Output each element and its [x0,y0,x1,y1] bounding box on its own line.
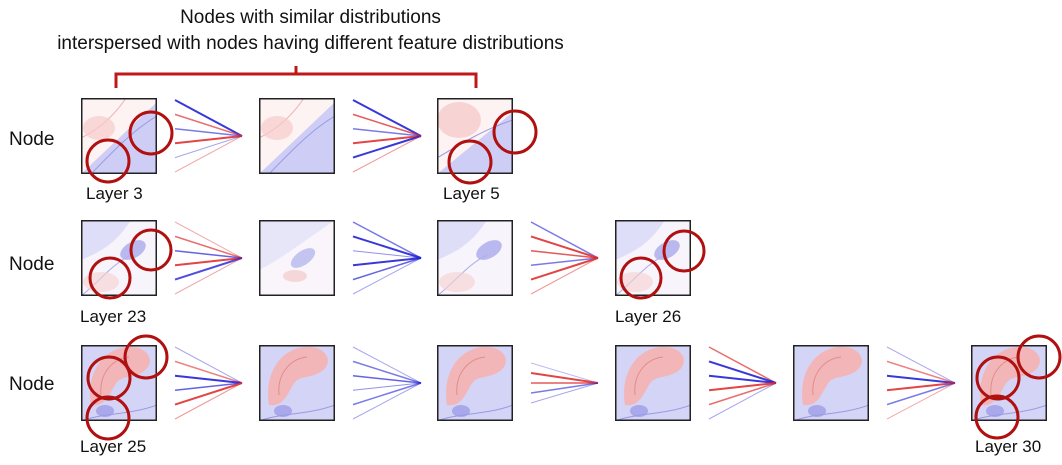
row-3-panel-1 [81,345,157,421]
row-3-connections-1 [174,346,243,420]
row-2-label: Node [9,254,55,275]
row-3-end-layer-label: Layer 30 [975,437,1042,456]
row-3-start-layer-label: Layer 25 [80,437,147,456]
highlight-circle-layer [85,109,1062,441]
row-1-panel-1 [81,98,157,174]
row-1-connections-1 [174,99,243,173]
row-2-circle-1 [129,228,173,272]
header-line-1: Nodes with similar distributions [180,7,441,28]
row-1-circle-4 [447,139,493,185]
row-2-circle-4 [619,256,663,300]
row-3-connections-2 [352,346,422,420]
row-3-connections-4 [708,346,777,420]
row-2-connections-1 [174,221,243,295]
header-line-2: interspersed with nodes having different… [57,33,564,54]
row-1-end-layer-label: Layer 5 [443,184,500,203]
row-2-start-layer-label: Layer 23 [80,307,147,326]
row-1-circle-2 [85,138,131,184]
row-3-circle-3 [85,395,131,441]
row-2-panel-2 [259,220,335,296]
row-2-panel-3 [437,220,513,296]
bracket [114,66,478,88]
row-2-end-layer-label: Layer 26 [615,307,682,326]
row-1-circle-3 [492,109,538,155]
row-3-connections-5 [886,346,956,420]
row-3-circle-5 [975,355,1021,401]
row-2-connections-3 [530,221,599,295]
row-1-start-layer-label: Layer 3 [86,184,143,203]
row-1-circle-1 [128,110,174,156]
row-3-circle-4 [1016,334,1062,380]
row-3-panel-3 [437,345,513,421]
row-3-panel-6 [971,345,1047,421]
row-3-panel-5 [793,345,869,421]
row-3-connections-3 [530,362,599,404]
row-1-panel-2 [259,98,335,174]
row-1-connections-2 [352,99,422,173]
row-3-circle-1 [123,334,169,380]
row-1-label: Node [9,129,55,150]
row-3-label: Node [9,374,55,395]
row-3-circle-2 [86,355,132,401]
row-2-circle-3 [662,229,706,273]
panel-layer [81,98,1047,421]
connection-layer [174,99,956,420]
row-2-circle-2 [88,256,132,300]
row-3-panel-2 [259,345,335,421]
row-3-panel-4 [615,345,691,421]
row-2-connections-2 [352,221,422,295]
row-3-circle-6 [974,394,1020,440]
